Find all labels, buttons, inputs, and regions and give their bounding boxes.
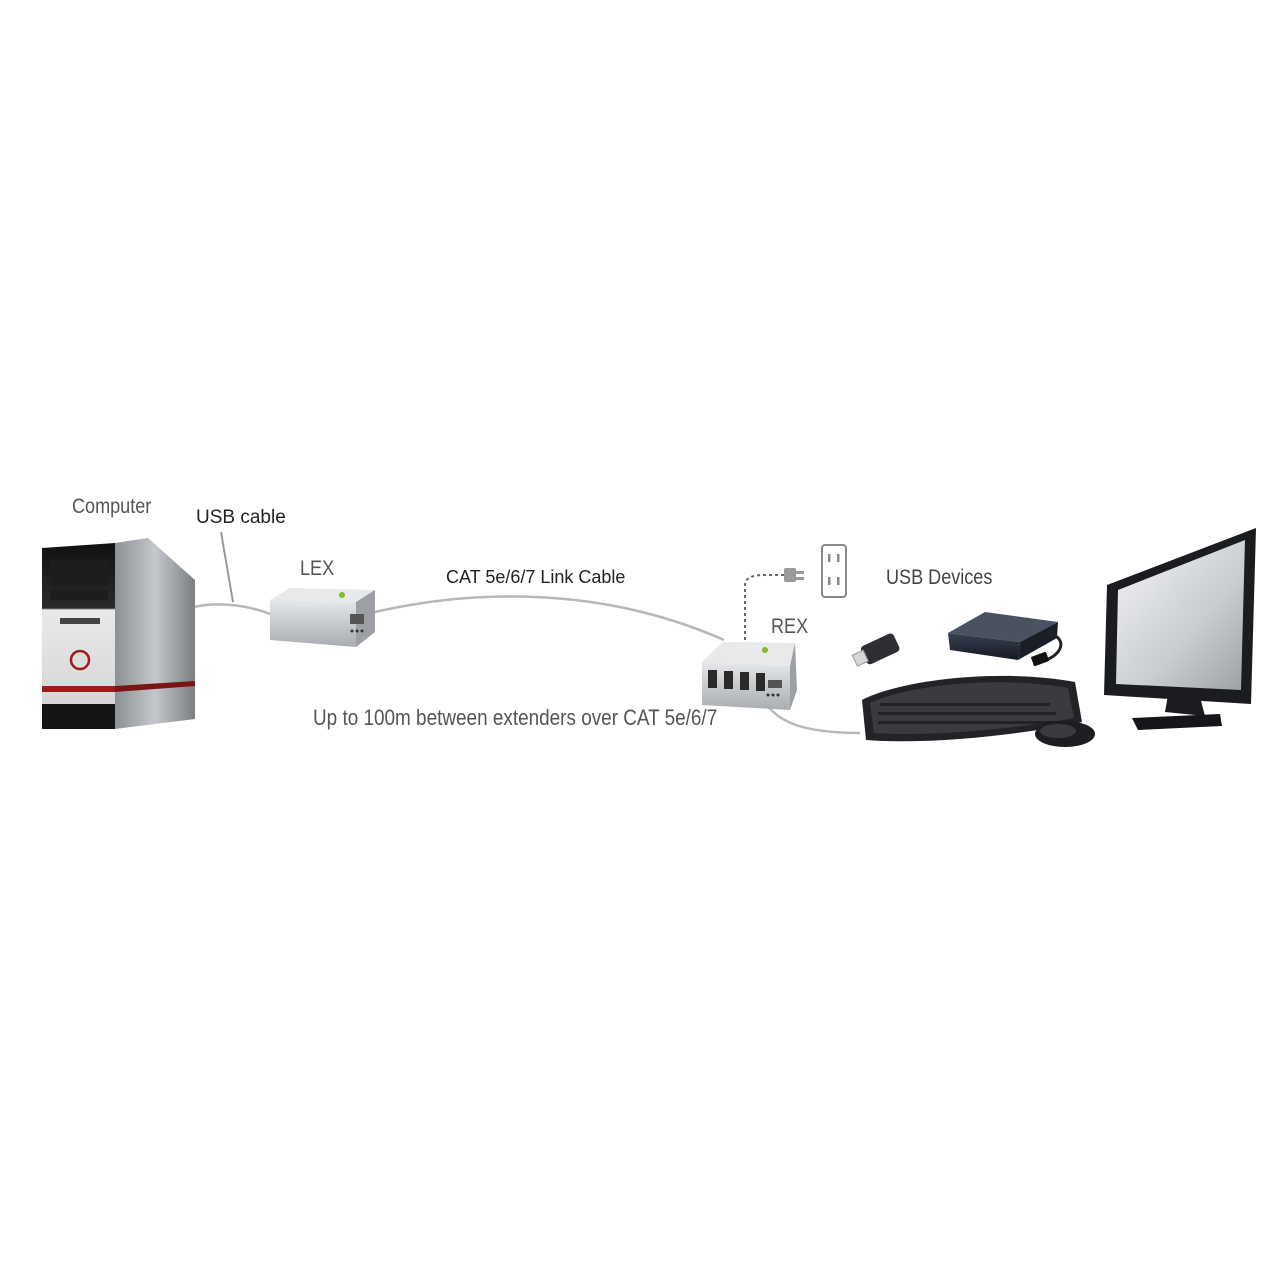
computer-label: Computer [72, 495, 152, 518]
usb-port-icon [708, 670, 717, 688]
keyboard-icon [862, 675, 1082, 742]
cat-link-cable-label: CAT 5e/6/7 Link Cable [446, 567, 626, 587]
usb-port-icon [756, 673, 765, 691]
usb-devices-label: USB Devices [886, 566, 993, 589]
wall-outlet-icon [821, 544, 847, 598]
usb-cable-computer-to-lex [193, 603, 271, 616]
monitor-icon [1104, 528, 1256, 730]
power-plug-icon [784, 568, 804, 582]
power-button-icon [69, 649, 91, 671]
usb-port-icon [740, 672, 749, 690]
computer-tower [42, 538, 195, 729]
lex-unit [270, 588, 375, 647]
usb-flash-drive-icon [851, 633, 900, 667]
distance-note-label: Up to 100m between extenders over CAT 5e… [313, 705, 718, 730]
lex-logo-icon [339, 592, 345, 598]
rex-logo-icon [762, 647, 768, 653]
usb-cable-label: USB cable [196, 507, 286, 528]
rex-unit [702, 642, 797, 710]
usb-port-icon [724, 671, 733, 689]
lex-label: LEX [300, 557, 335, 580]
usb-hub-icon [948, 612, 1063, 667]
mouse-icon [1035, 721, 1095, 747]
rex-label: REX [771, 615, 809, 638]
power-dotted-cable [744, 574, 785, 640]
usb-cable-pointer-line [220, 531, 234, 603]
cat-link-cable [374, 595, 725, 642]
